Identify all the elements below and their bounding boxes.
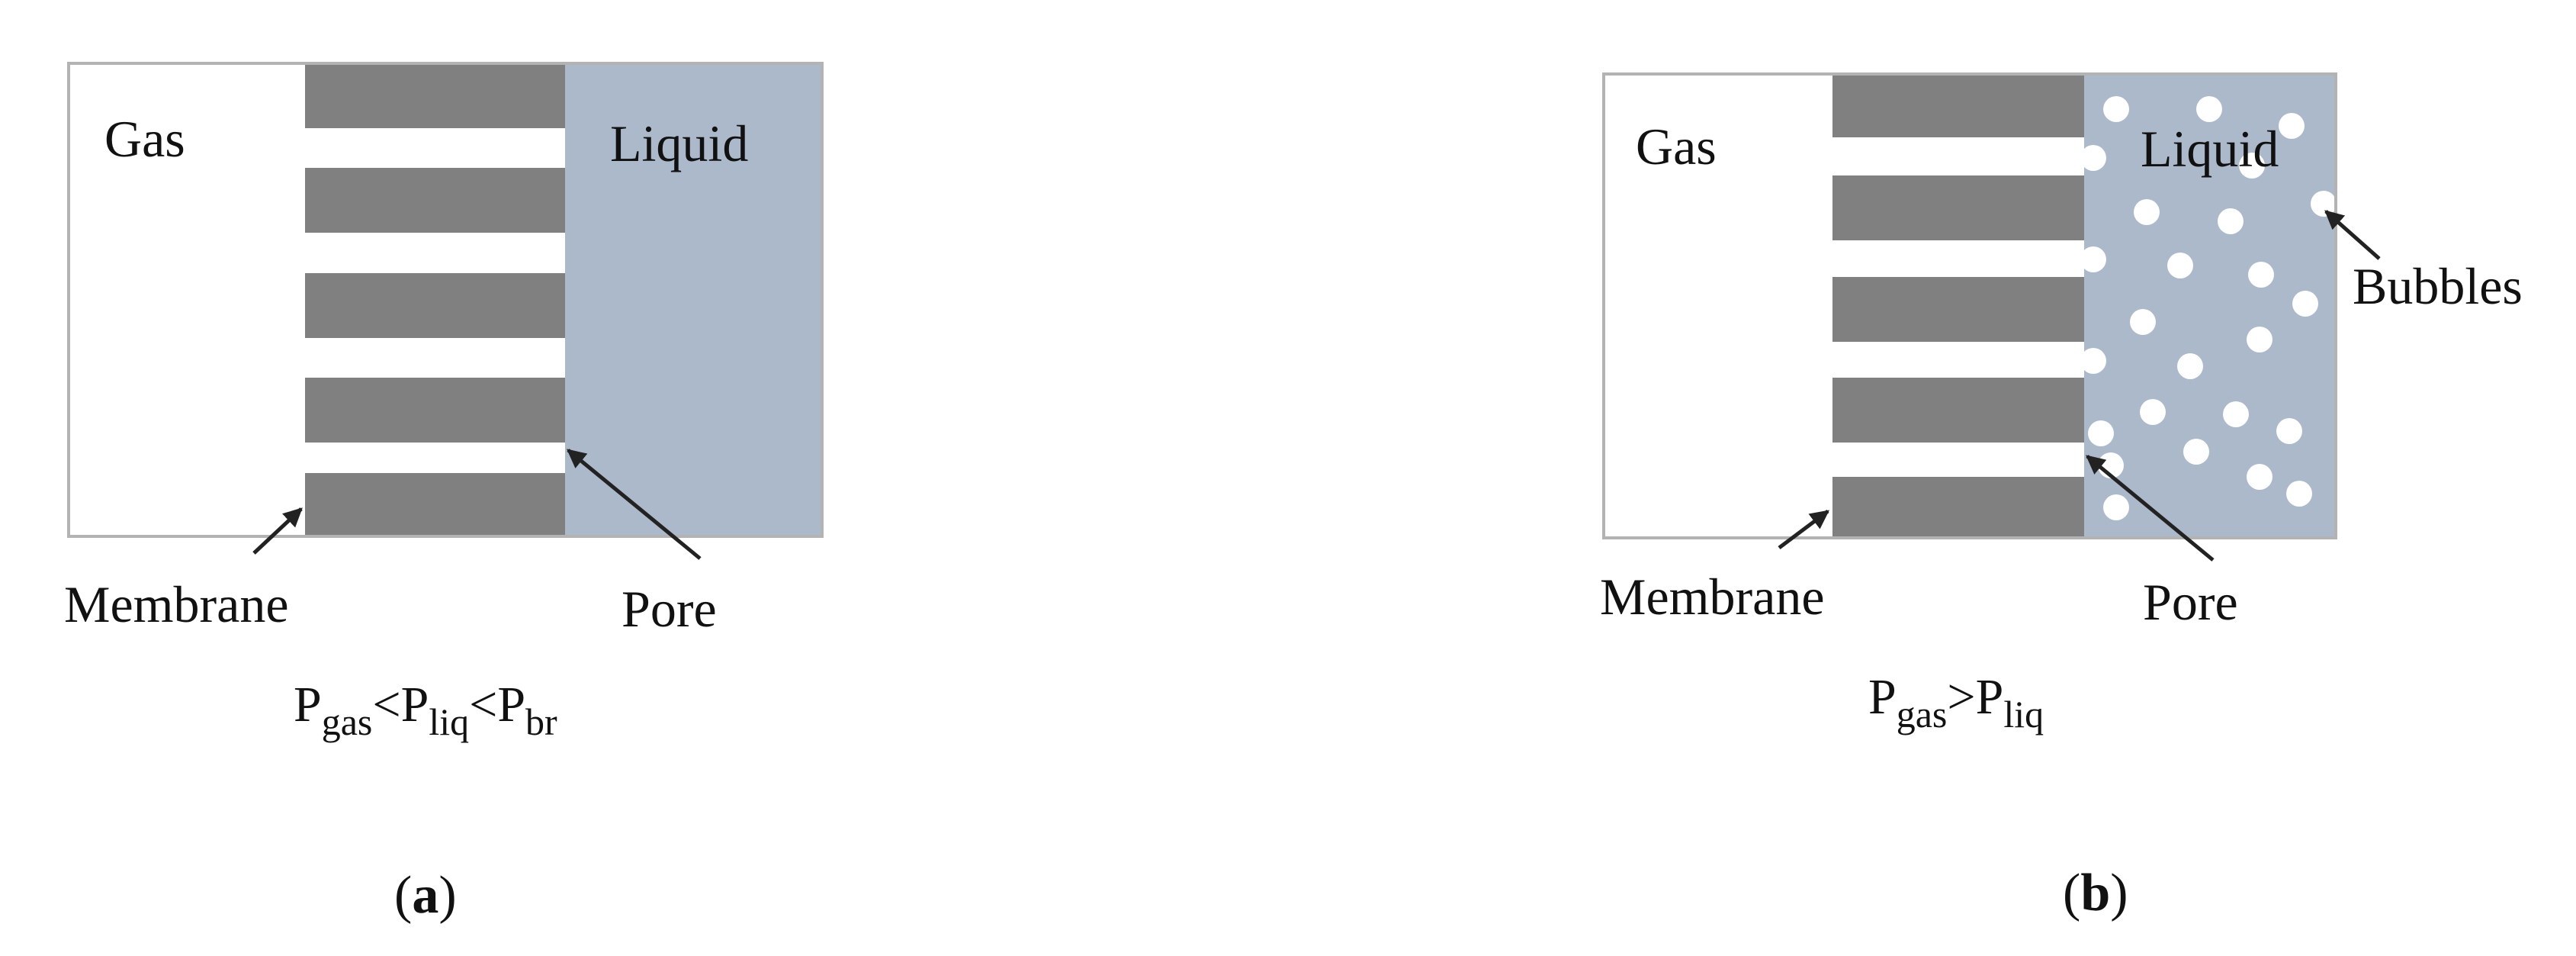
bubble [2292,291,2318,317]
bubble [2140,399,2166,425]
gas-region [1604,74,1832,538]
membrane-strip [305,168,565,233]
subscript: br [525,700,557,743]
condition-equation: Pgas>Pliq [1868,669,2044,736]
panel-a: Gas Liquid Membrane Pore Pgas<Pliq<Pbr (… [64,62,824,925]
bubble [2080,145,2106,171]
bubble [2130,309,2156,335]
membrane-strip [1832,175,2084,240]
bubble [2248,262,2274,288]
bubble [2276,418,2302,444]
equation-text: >P [1947,669,2003,725]
membrane [1832,74,2084,538]
bubble [2247,464,2272,490]
bubbles-label: Bubbles [2353,257,2523,315]
bubble [2311,191,2337,217]
membrane-arrow [252,507,303,555]
bubble [2279,113,2305,139]
equation-text: <P [372,677,429,732]
gas-label: Gas [1636,117,1717,175]
liquid-label: Liquid [2141,120,2279,178]
caption-b: (b) [2063,864,2128,922]
pore-arrow [2086,455,2215,562]
panel-b-border [1602,72,2337,539]
bubble [2247,327,2272,352]
pore-arrow [567,449,702,560]
bubble [2167,253,2193,278]
membrane-strip [1832,74,2084,137]
bubbles-arrow [2324,210,2381,260]
bubble [2183,439,2209,465]
membrane-strip [305,63,565,128]
bubbles [2080,96,2337,520]
membrane-label: Membrane [1600,568,1825,626]
bubble [2080,246,2106,272]
bubble [2223,401,2249,427]
subscript: gas [1897,693,1948,736]
bubble [2218,208,2244,234]
subscript: gas [322,700,373,743]
bubble [2080,348,2106,374]
condition-equation: Pgas<Pliq<Pbr [294,677,557,743]
membrane [305,63,565,536]
liquid-label: Liquid [610,114,748,172]
bubble [2088,420,2114,446]
subscript: liq [429,700,469,743]
pore-label: Pore [622,580,717,638]
panel-a-border [67,62,824,538]
membrane-arrow [1778,510,1829,549]
pore-label: Pore [2143,573,2238,631]
membrane-strip [305,378,565,443]
bubble [2196,96,2222,122]
bubble [2134,199,2160,225]
gas-label: Gas [104,110,185,168]
liquid-region [565,63,822,536]
equation-text: P [294,677,322,732]
bubble [2103,96,2129,122]
gas-region [69,63,305,536]
membrane-strip [1832,477,2084,538]
membrane-strip [305,273,565,338]
membrane-strip [305,473,565,536]
membrane-strip [1832,378,2084,443]
bubble [2103,494,2129,520]
panel-b: Gas Liquid Membrane Pore Bubbles Pgas>Pl… [1600,72,2523,922]
subscript: liq [2003,693,2044,736]
caption-a: (a) [394,866,457,925]
bubble [2239,153,2265,179]
equation-text: <P [469,677,525,732]
membrane-label: Membrane [64,575,289,633]
bubble [2286,481,2312,507]
membrane-strip [1832,277,2084,342]
equation-text: P [1868,669,1897,725]
bubble [2177,353,2203,379]
